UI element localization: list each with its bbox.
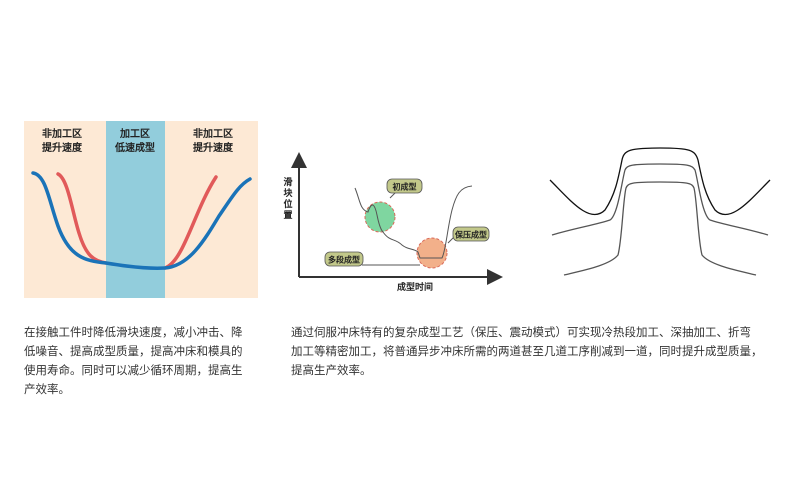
blue-speed-curve: [31, 171, 252, 270]
center-zone-subtitle: 低速成型: [114, 141, 155, 154]
right-line: 加工等精密加工，将普通异步冲床所需的两道甚至几道工序削减到一道，同时提升成型质量…: [291, 344, 763, 358]
pressure-hold-callout: [452, 226, 490, 242]
left-description: 在接触工件时降低滑块速度，减小冲击、降 低噪音、提高成型质量，提高冲床和模具的 …: [24, 323, 243, 399]
slide-position-curve: [354, 185, 473, 259]
pressure-hold-circle: [416, 237, 448, 269]
left-zone-subtitle: 提升速度: [42, 141, 83, 154]
right-zone-title: 非加工区: [193, 127, 233, 140]
red-speed-curve-right: [163, 175, 218, 270]
left-zone-title: 非加工区: [42, 127, 82, 140]
red-speed-curve-left: [56, 172, 108, 265]
right-zone-subtitle: 提升速度: [193, 141, 234, 154]
slide-position-chart: 滑 块 位 置 成型时间 初成型 多段成型 保压成型: [283, 152, 503, 293]
speed-zone-diagram: 非加工区 提升速度 加工区 低速成型 非加工区 提升速度: [24, 121, 258, 298]
left-line: 在接触工件时降低滑块速度，减小冲击、降: [24, 325, 243, 339]
multi-stage-label: 多段成型: [328, 255, 360, 265]
initial-forming-callout: [386, 178, 423, 194]
middle-profile-curve: [551, 163, 769, 236]
right-line: 提高生产效率。: [291, 363, 372, 377]
left-line: 使用寿命。同时可以减少循环周期，提高生: [24, 363, 243, 377]
formed-part-profile-diagram: [549, 147, 771, 276]
left-line: 产效率。: [24, 382, 70, 396]
top-profile-curve: [549, 147, 771, 216]
pressure-hold-label: 保压成型: [454, 230, 487, 240]
left-line: 低噪音、提高成型质量，提高冲床和模具的: [24, 344, 243, 358]
y-label-3: 位: [283, 198, 292, 210]
center-zone-title: 加工区: [119, 127, 150, 140]
multi-stage-callout: [324, 251, 364, 267]
y-label-1: 滑: [283, 176, 292, 188]
bottom-profile-curve: [563, 181, 757, 276]
x-axis-label: 成型时间: [397, 281, 433, 293]
initial-forming-label: 初成型: [393, 182, 417, 192]
right-description: 通过伺服冲床特有的复杂成型工艺（保压、震动模式）可实现冷热段加工、深抽加工、折弯…: [291, 323, 763, 380]
right-line: 通过伺服冲床特有的复杂成型工艺（保压、震动模式）可实现冷热段加工、深抽加工、折弯: [291, 325, 751, 339]
initial-forming-circle: [364, 201, 396, 233]
y-label-2: 块: [283, 187, 293, 199]
y-label-4: 置: [283, 210, 292, 221]
